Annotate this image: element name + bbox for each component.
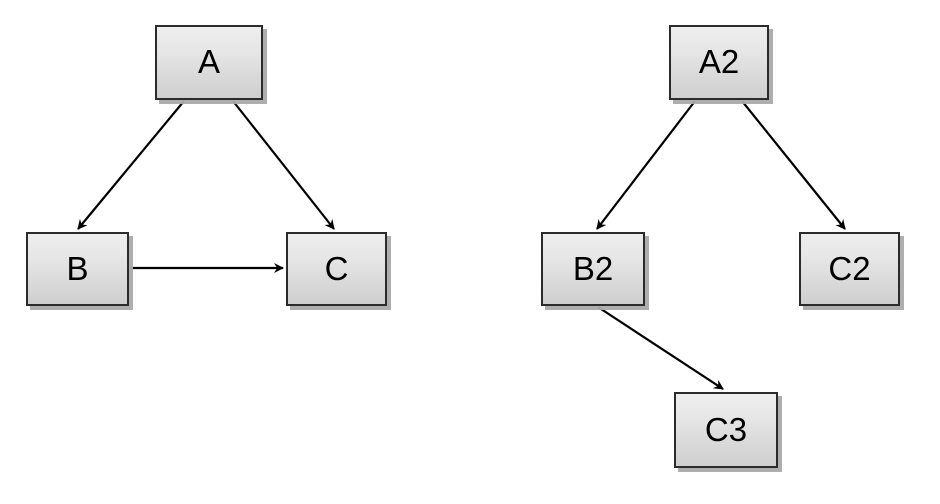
node-label: B2	[572, 249, 614, 287]
node-c[interactable]: C	[286, 232, 387, 306]
node-b[interactable]: B	[26, 232, 129, 306]
edge-a2-c2[interactable]	[741, 100, 846, 230]
edge-a-b[interactable]	[77, 100, 185, 230]
node-c3[interactable]: C3	[674, 392, 778, 468]
edges-group	[77, 100, 846, 390]
edge-a-c[interactable]	[232, 100, 335, 230]
edge-b2-c3[interactable]	[597, 306, 724, 390]
node-label: C3	[704, 410, 748, 448]
node-c2[interactable]: C2	[799, 232, 900, 306]
edge-a2-b2[interactable]	[596, 100, 696, 230]
node-label: C	[324, 249, 349, 287]
node-label: C2	[828, 249, 871, 287]
node-a2[interactable]: A2	[669, 25, 769, 100]
node-b2[interactable]: B2	[541, 232, 645, 306]
node-a[interactable]: A	[155, 25, 263, 100]
node-label: B	[66, 249, 89, 287]
node-label: A	[197, 43, 220, 80]
node-label: A2	[698, 43, 740, 80]
